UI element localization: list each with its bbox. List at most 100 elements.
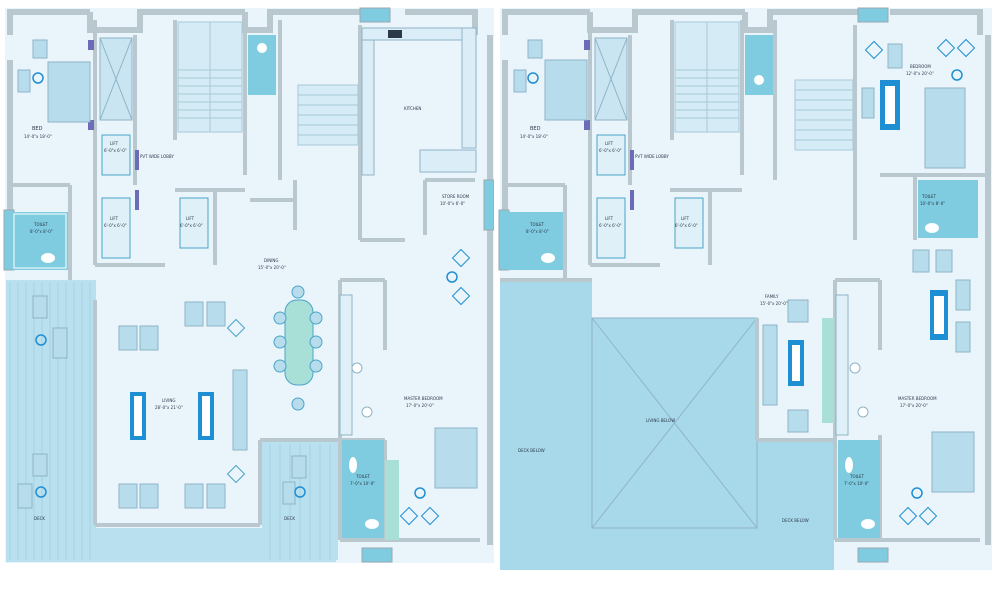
armchair-icon — [787, 299, 809, 323]
room-size-living: 28'-0"x 21'-0" — [155, 405, 183, 410]
side-table-icon — [202, 396, 210, 436]
room-size-dining: 15'-0"x 20'-0" — [258, 265, 286, 270]
room-label-living: LIVING — [162, 398, 175, 403]
room-size-toilet: 7'-0"x 10'-0" — [844, 481, 869, 486]
armchair-icon — [118, 301, 226, 509]
plant-icon — [35, 334, 47, 346]
tv-unit-icon — [822, 318, 834, 423]
room-label-lift: LIFT — [110, 141, 119, 146]
room-size-master-bedroom: 17'-0"x 20'-0" — [406, 403, 434, 408]
armchair-icon — [861, 87, 875, 119]
room-size-bedroom: 12'-0"x 20'-0" — [906, 71, 934, 76]
room-label-deck: DECK — [34, 516, 45, 521]
room-label-lift: LIFT — [110, 216, 119, 221]
armchair-icon — [887, 43, 903, 69]
left-floor-plan: BED 14'-0"x 18'-0" LIFT 6'-0"x 6'-0" LIF… — [3, 7, 495, 563]
toilet-box — [507, 212, 563, 270]
wc-icon — [257, 43, 267, 53]
room-size-master-bedroom: 17'-0"x 20'-0" — [900, 403, 928, 408]
left-windows — [3, 7, 495, 563]
sofa-icon — [762, 324, 778, 406]
deck-below-left — [500, 280, 592, 570]
room-size-lift: 6'-0"x 6'-0" — [104, 223, 127, 228]
toilet-interior — [13, 213, 67, 269]
room-label-kitchen: KITCHEN — [404, 106, 421, 111]
wc-icon — [541, 253, 555, 263]
room-label-deck-below: DECK BELOW — [518, 448, 545, 453]
armchair-icon — [17, 69, 31, 93]
side-table-icon — [885, 86, 895, 124]
plant-icon — [226, 464, 246, 484]
stair-icon — [177, 21, 359, 146]
room-label-deck-below: DECK BELOW — [782, 518, 809, 523]
sofa-icon — [835, 294, 849, 436]
plant-icon — [399, 248, 471, 526]
right-purple-accents — [584, 40, 634, 210]
plan-divider — [494, 8, 499, 568]
room-label-family: FAMILY — [765, 294, 779, 299]
room-label-master-bedroom: MASTER BEDROOM — [404, 396, 443, 401]
room-label-lift: LIFT — [681, 216, 690, 221]
room-size-bed: 14'-0"x 18'-0" — [520, 134, 548, 139]
wash-basin-icon — [365, 519, 379, 529]
room-label-toilet: TOILET — [529, 222, 545, 227]
room-size-toilet: 8'-0"x 8'-0" — [526, 229, 549, 234]
lamp-icon — [361, 406, 373, 418]
lamp-icon — [857, 406, 869, 418]
room-size-lift: 6'-0"x 6'-0" — [180, 223, 203, 228]
lift-icon — [101, 134, 209, 259]
room-label-lobby: PVT WIDE LOBBY — [140, 154, 174, 159]
room-size-lift: 6'-0"x 6'-0" — [599, 223, 622, 228]
plant-icon — [32, 72, 44, 84]
plant-icon — [294, 486, 306, 498]
bed-icon — [924, 87, 966, 169]
room-size-toilet: 8'-0"x 8'-0" — [30, 229, 53, 234]
sofa-icon — [232, 369, 248, 451]
hob-icon — [388, 30, 402, 38]
room-size-lift: 6'-0"x 6'-0" — [104, 148, 127, 153]
room-label-bed: BED — [530, 126, 541, 132]
sofa-icon — [339, 294, 353, 436]
armchair-icon — [787, 409, 809, 433]
right-windows — [498, 7, 889, 563]
room-size-family: 15'-0"x 20'-0" — [760, 301, 788, 306]
room-label-store: STORE ROOM — [442, 194, 470, 199]
room-label-toilet: TOILET — [33, 222, 49, 227]
toilet-box — [12, 212, 68, 270]
left-purple-accents — [88, 40, 139, 210]
wc-icon — [41, 253, 55, 263]
wc-icon — [925, 223, 939, 233]
wc-icon — [349, 457, 357, 473]
toilet-box — [745, 35, 773, 95]
room-label-deck: DECK — [284, 516, 295, 521]
room-size-lift: 6'-0"x 6'-0" — [675, 223, 698, 228]
plant-icon — [898, 487, 938, 526]
room-label-master-bedroom: MASTER BEDROOM — [898, 396, 937, 401]
deck-chair-icon — [17, 295, 307, 509]
room-label-living-below: LIVING BELOW — [646, 418, 675, 423]
left-plan-labels: BED 14'-0"x 18'-0" LIFT 6'-0"x 6'-0" LIF… — [24, 106, 470, 521]
lamp-icon — [351, 362, 363, 374]
left-deck-area — [6, 280, 96, 560]
stair-icon — [674, 21, 854, 151]
wc-icon — [754, 75, 764, 85]
room-label-dining: DINING — [264, 258, 279, 263]
room-label-lift: LIFT — [186, 216, 195, 221]
deck-hatch — [9, 282, 331, 560]
room-label-toilet: TOILET — [849, 474, 865, 479]
armchair-icon — [527, 39, 543, 59]
dining-table-icon — [273, 285, 323, 411]
room-label-toilet: TOILET — [921, 194, 937, 199]
armchair-icon — [912, 249, 971, 353]
shower-icon — [385, 460, 399, 540]
wc-icon — [845, 457, 853, 473]
room-size-toilet: 7'-0"x 10'-0" — [350, 481, 375, 486]
room-label-bed: BED — [32, 126, 43, 132]
room-size-store: 10'-0"x 6'-0" — [440, 201, 465, 206]
plant-icon — [527, 72, 539, 84]
lamp-icon — [849, 362, 861, 374]
plant-icon — [35, 486, 47, 498]
plant-icon — [226, 318, 246, 338]
